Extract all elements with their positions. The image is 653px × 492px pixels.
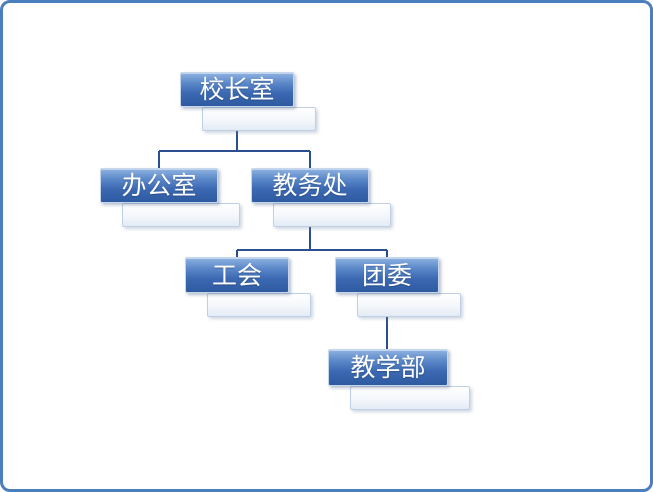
node-label-box: 教务处 <box>251 168 369 203</box>
org-node-label: 团委 <box>361 260 412 290</box>
node-shadow-box <box>202 107 316 131</box>
node-label-box: 校长室 <box>180 72 294 107</box>
org-node-label: 教学部 <box>350 353 426 382</box>
org-node-label: 教务处 <box>272 171 348 200</box>
node-label-box: 办公室 <box>100 168 218 203</box>
org-node-teaching-dept: 教学部 <box>328 349 470 410</box>
node-shadow-box <box>273 203 391 227</box>
org-node-academic-affairs: 教务处 <box>251 168 391 227</box>
node-label-box: 工会 <box>185 257 289 293</box>
org-node-label: 办公室 <box>121 171 197 200</box>
org-node-principal-office: 校长室 <box>180 72 316 131</box>
org-node-label: 校长室 <box>199 75 275 104</box>
org-node-labor-union: 工会 <box>185 257 311 317</box>
org-node-admin-office: 办公室 <box>100 168 240 227</box>
node-shadow-box <box>350 386 470 410</box>
connector-lines <box>158 107 388 350</box>
node-label-box: 教学部 <box>328 349 448 386</box>
org-node-youth-league: 团委 <box>335 257 461 317</box>
org-node-label: 工会 <box>211 260 262 290</box>
node-shadow-box <box>357 293 461 317</box>
node-shadow-box <box>207 293 311 317</box>
node-shadow-box <box>122 203 240 227</box>
node-label-box: 团委 <box>335 257 439 293</box>
